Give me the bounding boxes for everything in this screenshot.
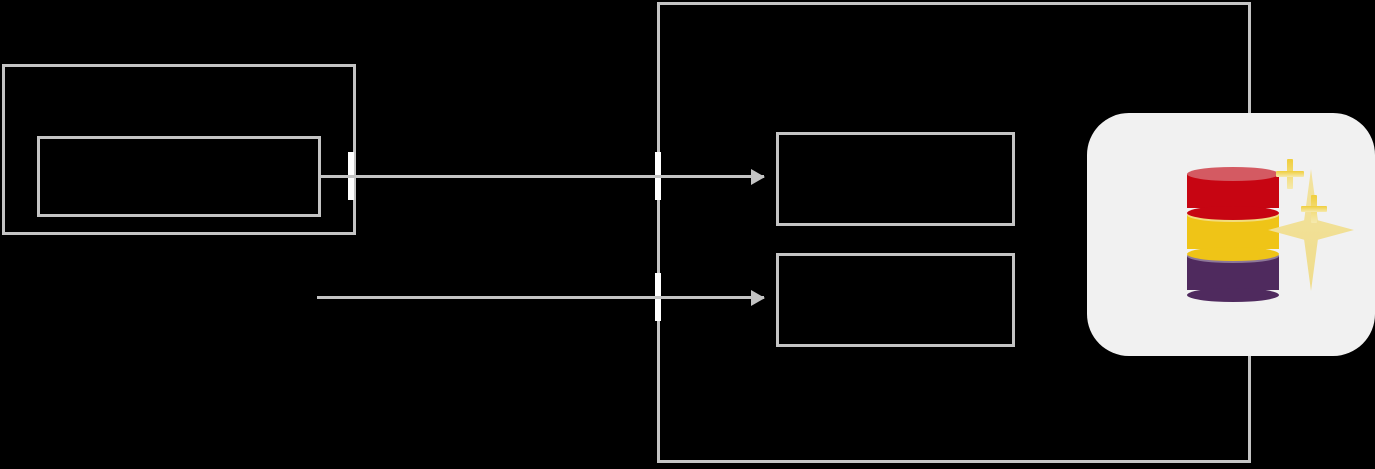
database-icon-card[interactable]	[1087, 113, 1375, 356]
flow-arrow-upper	[318, 175, 764, 178]
source-inner-box[interactable]	[37, 136, 321, 217]
database-layer-red	[1187, 167, 1279, 220]
target-box-upper[interactable]	[776, 132, 1015, 226]
flow-arrow-lower	[317, 296, 764, 299]
source-container[interactable]	[2, 64, 356, 235]
sparkle-plus-small-upper-icon	[1276, 159, 1304, 189]
sparkle-plus-small-lower-icon	[1301, 195, 1327, 223]
target-box-lower[interactable]	[776, 253, 1015, 347]
database-sparkle-icon	[1187, 167, 1279, 302]
